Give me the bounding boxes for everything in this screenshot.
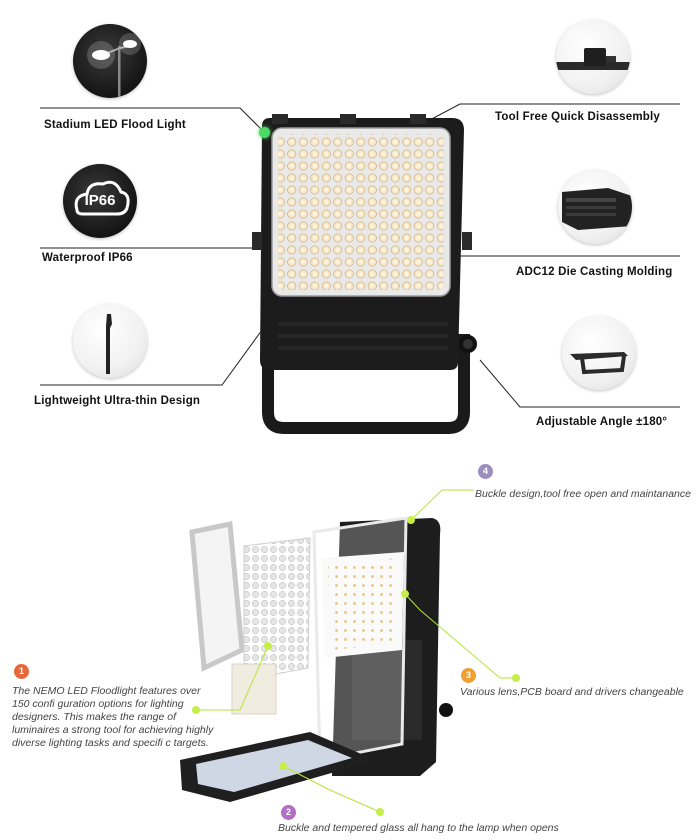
adc12-die-casting-label: ADC12 Die Casting Molding	[516, 266, 673, 278]
flood-light-product-image	[252, 114, 477, 434]
lightweight-ultra-thin-label: Lightweight Ultra-thin Design	[34, 395, 201, 407]
stadium-led-flood-light-label: Stadium LED Flood Light	[44, 119, 186, 131]
callout-number-3: 3	[461, 668, 476, 683]
callout-number-1: 1	[14, 664, 29, 679]
feature-connector-lines	[40, 103, 680, 408]
die-cast-housing-icon	[558, 170, 632, 244]
tool-free-disassembly-label: Tool Free Quick Disassembly	[495, 111, 660, 123]
callout-number-2: 2	[281, 805, 296, 820]
ip66-badge-icon: IP66	[63, 164, 137, 238]
buckle-clip-icon	[556, 20, 630, 94]
callout-text-1: The NEMO LED Floodlight features over 15…	[12, 685, 214, 749]
callout-text-4: Buckle design,tool free open and maintan…	[475, 488, 691, 500]
adjustable-angle-label: Adjustable Angle ±180°	[536, 416, 668, 428]
exploded-view-image	[180, 516, 453, 802]
thin-profile-icon	[73, 304, 147, 378]
waterproof-ip66-label: Waterproof IP66	[42, 252, 133, 264]
callout-text-3: Various lens,PCB board and drivers chang…	[460, 686, 684, 698]
highlight-dot	[259, 127, 270, 138]
callout-text-2: Buckle and tempered glass all hang to th…	[278, 822, 559, 834]
callout-number-4: 4	[478, 464, 493, 479]
stadium-light-icon	[73, 24, 147, 98]
bracket-icon	[562, 316, 636, 390]
ip66-badge-text: IP66	[84, 192, 116, 209]
